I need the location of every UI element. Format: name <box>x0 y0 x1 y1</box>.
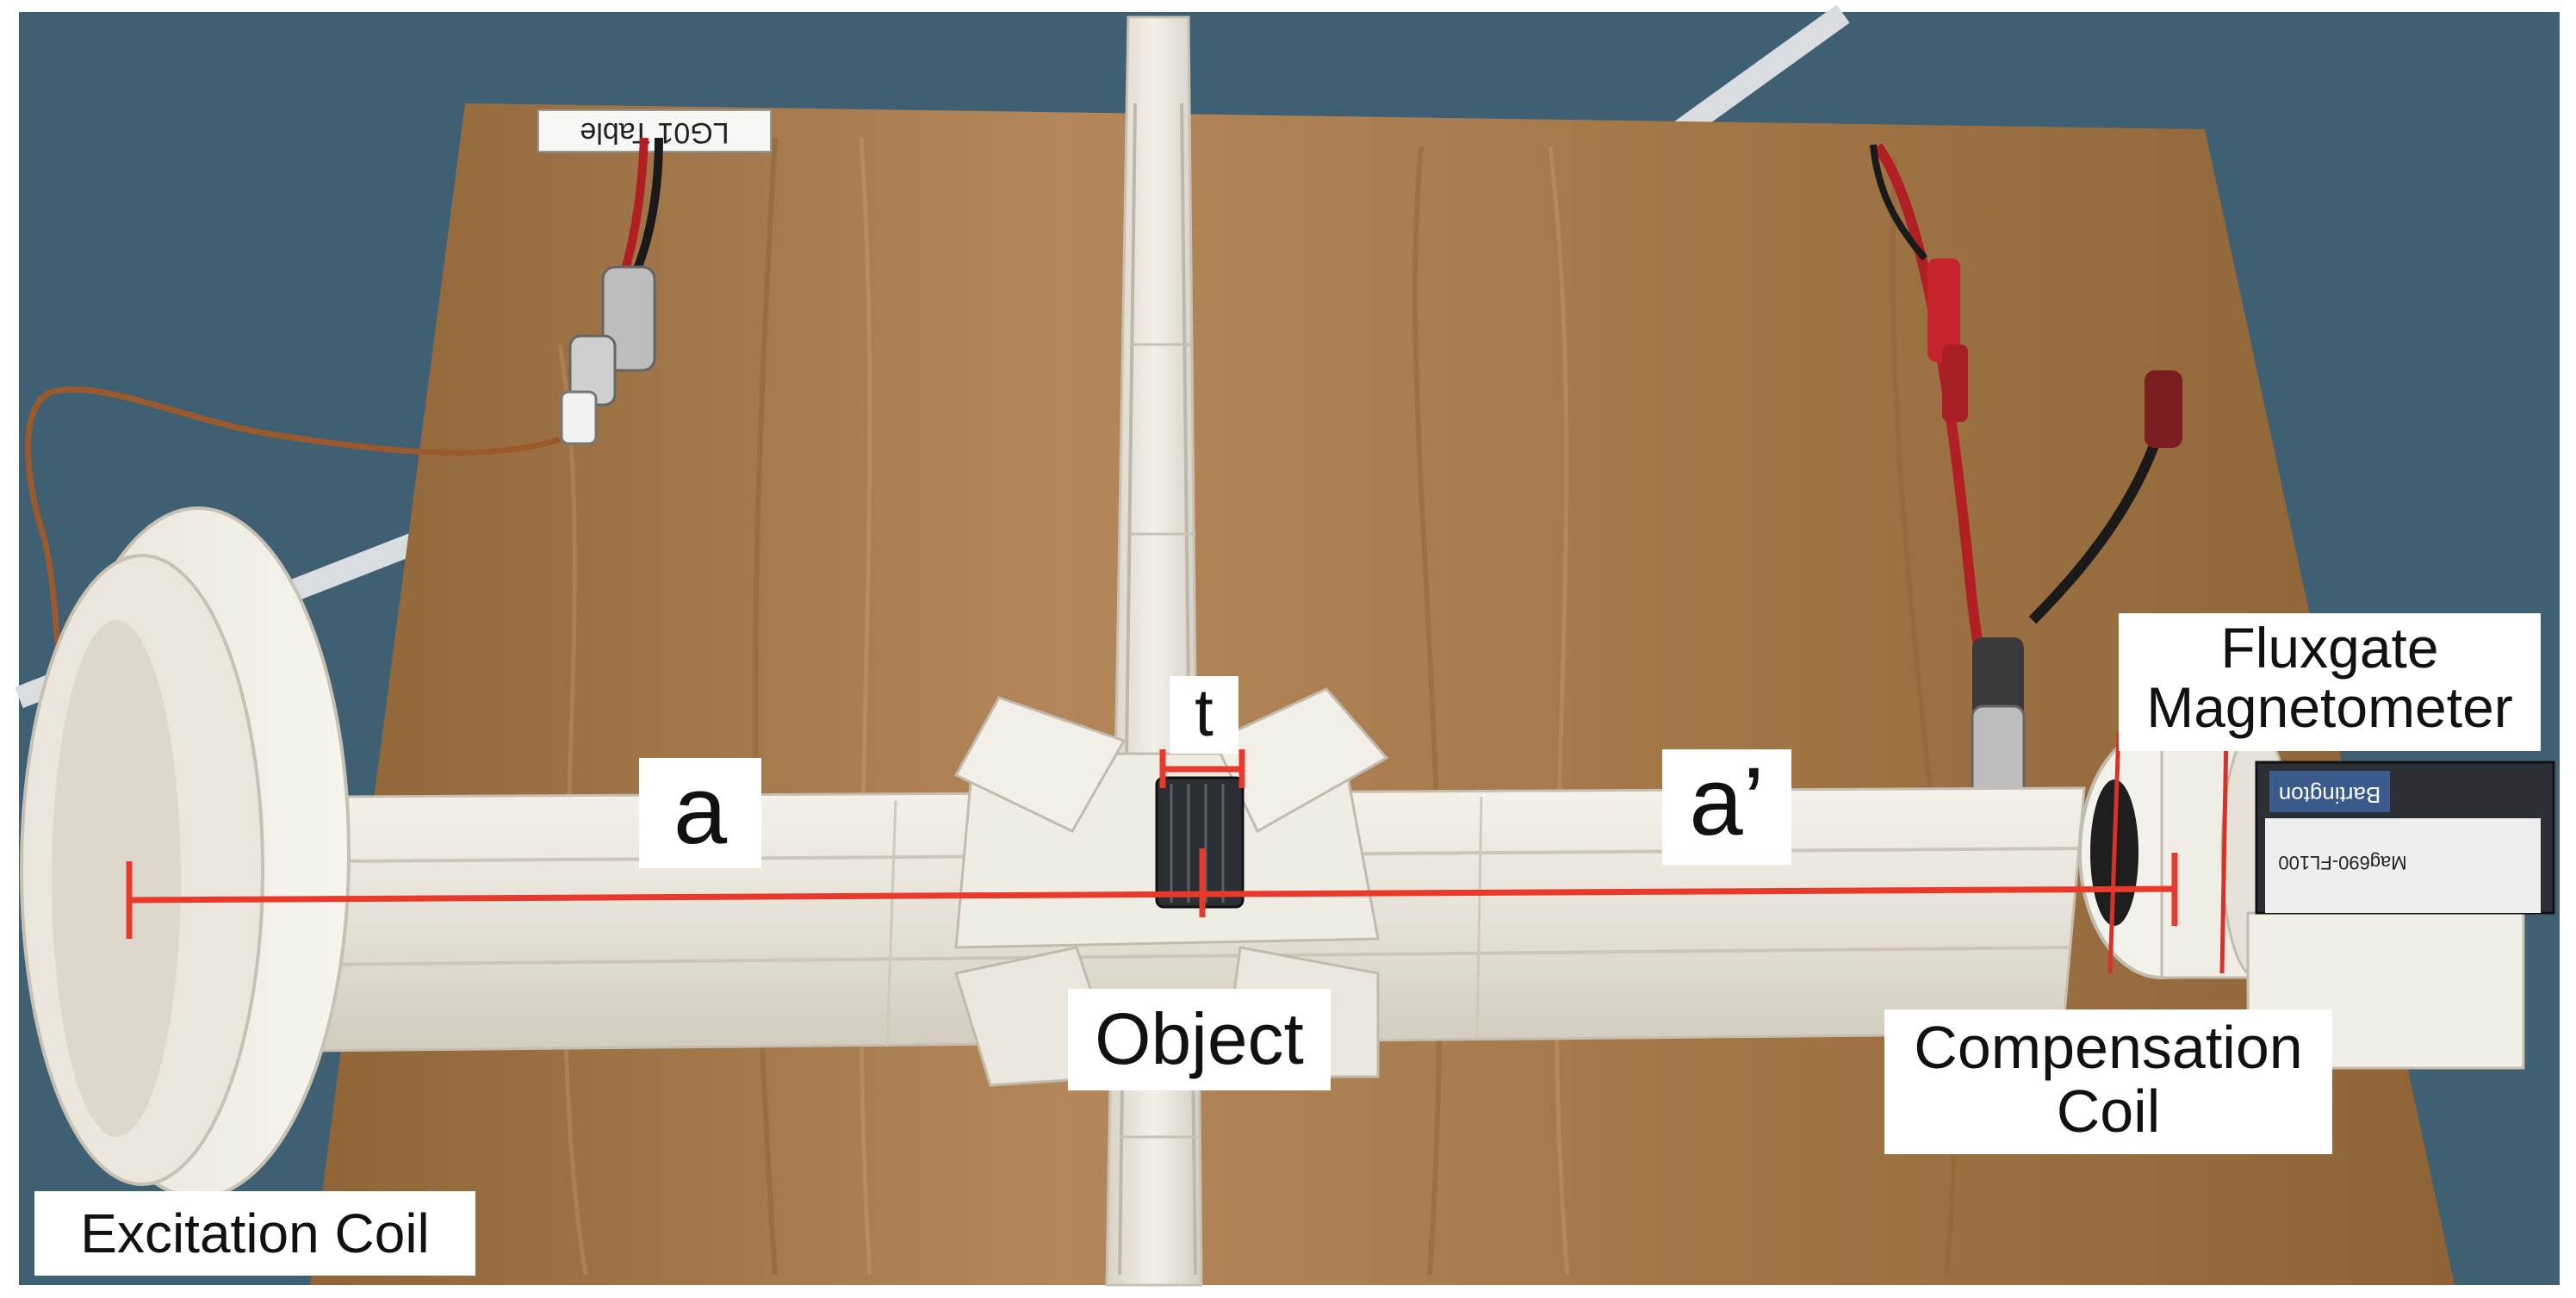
sensor-model-text: Mag690-FL100 <box>2278 852 2406 873</box>
label-excitation-coil-text: Excitation Coil <box>80 1202 430 1264</box>
label-object-text: Object <box>1095 998 1304 1079</box>
label-compensation-coil: Compensation Coil <box>1884 1009 2332 1154</box>
label-compensation-coil-line1: Compensation <box>1914 1014 2303 1081</box>
label-fluxgate-magnetometer: Fluxgate Magnetometer <box>2119 613 2541 751</box>
label-distance-a-prime: a’ <box>1662 749 1791 865</box>
label-excitation-coil: Excitation Coil <box>34 1191 475 1276</box>
measurement-lines <box>126 749 2178 939</box>
test-object <box>1155 776 1245 909</box>
label-object: Object <box>1068 989 1331 1090</box>
measure-line-main <box>128 885 2176 904</box>
label-distance-a: a <box>639 758 761 868</box>
label-distance-a-prime-text: a’ <box>1689 748 1765 855</box>
label-distance-a-text: a <box>673 756 728 864</box>
label-fluxgate-line1: Fluxgate <box>2220 616 2439 680</box>
bnc-connector-right <box>1971 637 2026 803</box>
label-fluxgate-line2: Magnetometer <box>2146 675 2513 740</box>
bnc-connector-left <box>560 265 656 445</box>
label-thickness-t: t <box>1170 676 1238 754</box>
label-thickness-t-text: t <box>1195 674 1214 750</box>
label-compensation-coil-line2: Coil <box>2056 1077 2161 1145</box>
twisted-wire <box>25 386 562 691</box>
sensor-brand-text: Bartington <box>2279 782 2381 808</box>
excitation-coil <box>20 506 351 1199</box>
